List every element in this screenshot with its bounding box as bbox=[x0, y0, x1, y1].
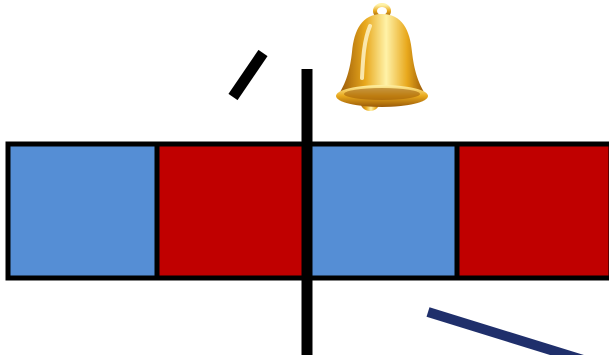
strip-cell-1 bbox=[8, 144, 157, 278]
strip-cell-3 bbox=[307, 144, 457, 278]
strip-cell-4 bbox=[457, 144, 609, 278]
navy-slant-line bbox=[426, 307, 584, 355]
bell-icon bbox=[336, 3, 428, 111]
strip-cell-2 bbox=[157, 144, 307, 278]
short-tick-line bbox=[228, 49, 268, 101]
